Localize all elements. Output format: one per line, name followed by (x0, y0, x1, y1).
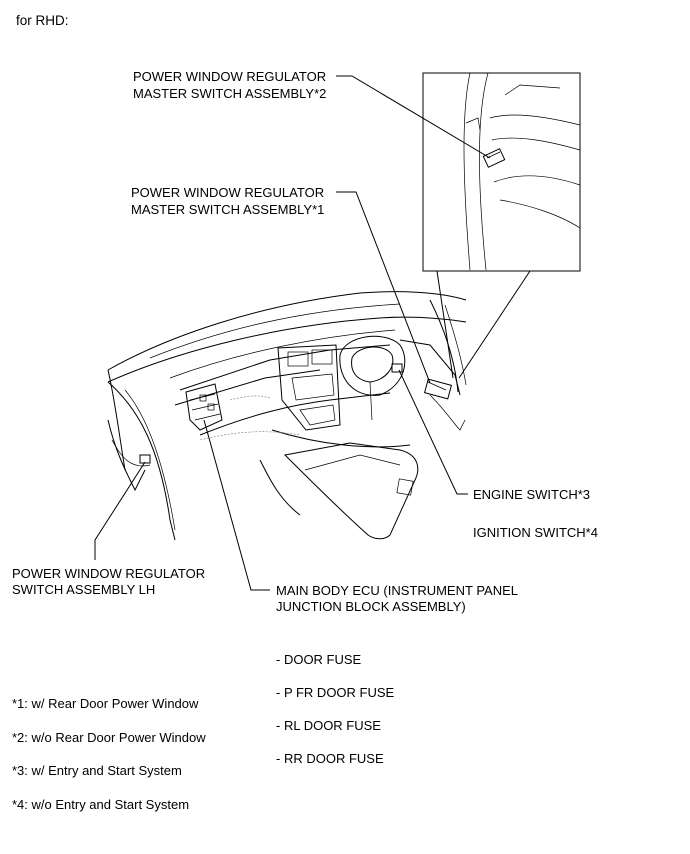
leader-master-switch-2 (336, 75, 491, 159)
callout-engine-switch: ENGINE SWITCH*3 (473, 487, 591, 502)
leader-master-switch-1 (336, 191, 431, 384)
callout-main-body-ecu-line1: MAIN BODY ECU (INSTRUMENT PANEL (276, 583, 518, 598)
callout-master-switch-1-line2: MASTER SWITCH ASSEMBLY*1 (131, 202, 325, 217)
leader-engine-switch (398, 369, 468, 495)
callout-ignition-switch: IGNITION SWITCH*4 (473, 525, 598, 540)
callout-main-body-ecu-line2: JUNCTION BLOCK ASSEMBLY) (276, 599, 466, 614)
fuse-item: - RR DOOR FUSE (276, 751, 384, 766)
footnote-item: *1: w/ Rear Door Power Window (12, 696, 199, 711)
callout-master-switch-2-line2: MASTER SWITCH ASSEMBLY*2 (133, 86, 327, 101)
callout-window-switch-lh-line2: SWITCH ASSEMBLY LH (12, 582, 156, 597)
callout-master-switch-1-line1: POWER WINDOW REGULATOR (131, 185, 325, 200)
fuse-item: - P FR DOOR FUSE (276, 685, 395, 700)
leader-main-body-ecu (203, 419, 270, 591)
detail-inset-frame (422, 72, 581, 272)
section-label: for RHD: (16, 13, 69, 28)
footnote-item: *3: w/ Entry and Start System (12, 763, 182, 778)
footnote-item: *4: w/o Entry and Start System (12, 797, 190, 812)
callout-master-switch-2-line1: POWER WINDOW REGULATOR (133, 69, 327, 84)
fuse-item: - DOOR FUSE (276, 652, 362, 667)
fuse-item: - RL DOOR FUSE (276, 718, 381, 733)
dashboard-linework (107, 291, 467, 541)
detail-inset-drawing (463, 72, 581, 271)
callout-window-switch-lh-line1: POWER WINDOW REGULATOR (12, 566, 206, 581)
footnote-item: *2: w/o Rear Door Power Window (12, 730, 206, 745)
leader-window-switch-lh (94, 461, 146, 560)
